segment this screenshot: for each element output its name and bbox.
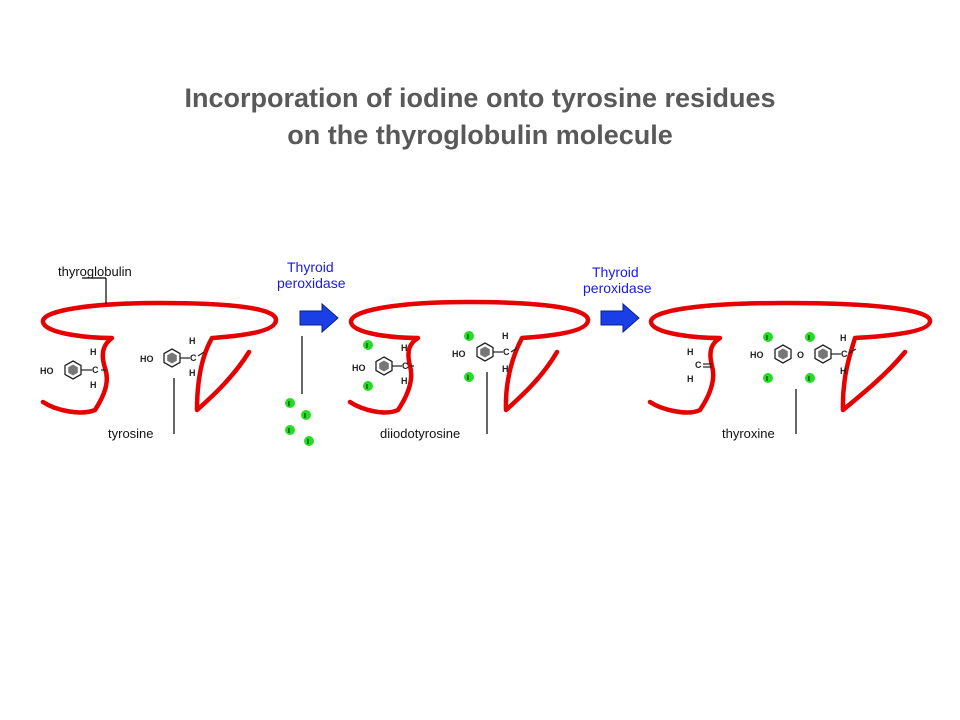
svg-text:HO: HO: [452, 349, 466, 359]
enzyme-label-1-line2: peroxidase: [277, 275, 346, 291]
svg-text:H: H: [189, 368, 196, 378]
svg-text:I: I: [288, 428, 290, 435]
svg-text:I: I: [304, 413, 306, 420]
svg-text:HO: HO: [40, 366, 54, 376]
svg-text:I: I: [467, 334, 469, 341]
diiodotyrosine-molecule-2: I HO C H H I: [452, 331, 518, 382]
svg-text:HO: HO: [352, 363, 366, 373]
svg-text:I: I: [808, 376, 810, 383]
svg-text:C: C: [190, 353, 197, 363]
svg-text:H: H: [687, 374, 694, 384]
diiodotyrosine-label: diiodotyrosine: [380, 426, 460, 441]
svg-text:H: H: [90, 347, 97, 357]
svg-text:H: H: [687, 347, 694, 357]
svg-text:C: C: [402, 361, 409, 371]
svg-text:H: H: [401, 343, 408, 353]
svg-text:I: I: [766, 376, 768, 383]
svg-text:I: I: [366, 384, 368, 391]
thyroxine-molecule: I I HO O I I C H H: [750, 332, 857, 383]
enzyme-label-2-line1: Thyroid: [592, 264, 639, 280]
svg-text:O: O: [797, 350, 804, 360]
title-line-1: Incorporation of iodine onto tyrosine re…: [184, 83, 776, 113]
page-title: Incorporation of iodine onto tyrosine re…: [0, 80, 960, 154]
svg-text:H: H: [840, 366, 847, 376]
enzyme-label-2-line2: peroxidase: [583, 280, 652, 296]
free-iodine-group: I I I I: [285, 398, 314, 446]
svg-text:H: H: [502, 364, 509, 374]
svg-text:I: I: [366, 343, 368, 350]
residual-alanine-group: H C H: [687, 347, 712, 384]
thyroxine-label: thyroxine: [722, 426, 775, 441]
tyrosine-molecule-2: HO C H H: [140, 336, 205, 378]
thyroglobulin-chain-2: [347, 299, 591, 415]
title-line-2: on the thyroglobulin molecule: [287, 120, 673, 150]
svg-text:H: H: [502, 331, 509, 341]
svg-text:I: I: [307, 439, 309, 446]
thyroglobulin-chain-1: [40, 300, 279, 415]
tyrosine-molecule-1: HO C H H: [40, 347, 106, 390]
svg-text:H: H: [90, 380, 97, 390]
tyrosine-label: tyrosine: [108, 426, 154, 441]
thyroglobulin-chain-3: [647, 300, 933, 415]
diiodotyrosine-molecule-1: I HO C H H I: [352, 340, 414, 391]
svg-text:C: C: [695, 360, 702, 370]
svg-text:I: I: [808, 335, 810, 342]
reaction-arrow-2: [600, 302, 640, 334]
svg-text:H: H: [840, 333, 847, 343]
svg-text:C: C: [503, 347, 510, 357]
thyroglobulin-label: thyroglobulin: [58, 264, 132, 279]
reaction-arrow-1: [299, 302, 339, 334]
enzyme-label-1-line1: Thyroid: [287, 259, 334, 275]
svg-text:C: C: [841, 349, 848, 359]
svg-text:C: C: [92, 365, 99, 375]
svg-text:HO: HO: [750, 350, 764, 360]
svg-text:H: H: [401, 376, 408, 386]
svg-text:HO: HO: [140, 354, 154, 364]
svg-text:I: I: [467, 375, 469, 382]
svg-text:I: I: [766, 335, 768, 342]
svg-text:I: I: [288, 401, 290, 408]
svg-text:H: H: [189, 336, 196, 346]
